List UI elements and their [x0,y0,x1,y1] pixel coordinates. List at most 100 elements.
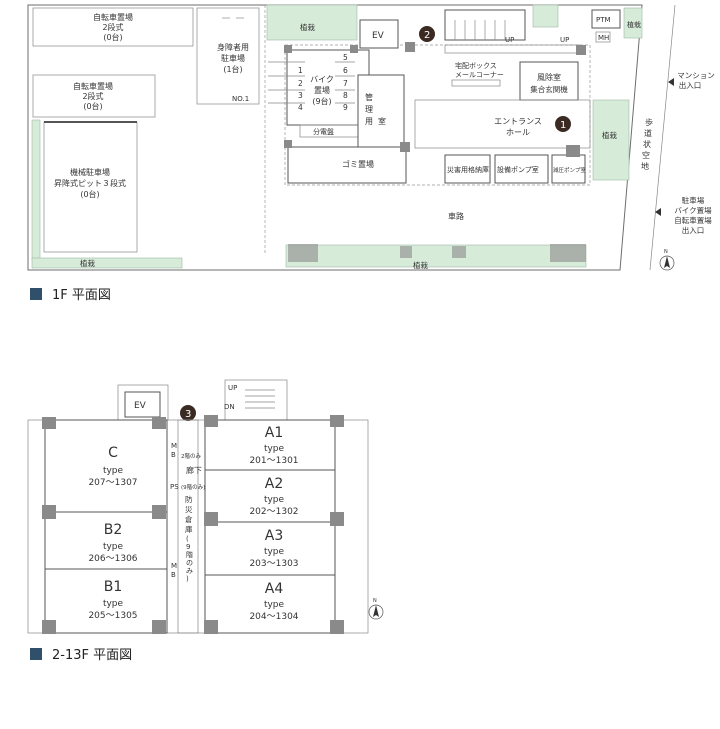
unit-a3-type: type [264,547,285,557]
accessible-parking-no: NO.1 [232,95,249,103]
unit-a1-type: type [264,444,285,454]
sidewalk-ch: 地 [641,161,649,171]
mb-label: M [171,562,177,570]
mansion-entrance-title: マンション [677,71,715,80]
pump-room-label: 設備ポンプ室 [497,165,539,174]
parking-entrance-arrow [655,208,661,216]
marker-1-label: 1 [560,120,566,131]
north-label: N [664,249,668,255]
caption-typical: 2-13F 平面図 [52,648,132,663]
planting-label: 植栽 [300,22,315,32]
unit-b2 [44,511,168,570]
north-label-typical: N [373,598,377,604]
unit-c [44,419,168,513]
moto-parking-title: バイク [310,75,334,84]
sidewalk-ch: 状 [643,139,651,149]
elevator-typical-label: EV [134,401,147,411]
garbage-label: ゴミ置場 [342,159,374,169]
sidewalk-ch: 歩 [645,117,653,127]
bike-parking-top-count: (0台) [103,32,122,42]
entrance-hall-title: エントランス [494,117,542,126]
moto-num: 1 [298,66,303,75]
bike-parking-top-title: 自転車置場 [93,12,133,22]
plan-1f: 植栽 植栽 植栽 植栽 植栽 自転車置場 2段式 (0台) 自転車置場 2段式 … [27,4,715,271]
mech-parking-count: (0台) [80,189,99,199]
floor-note-9: (9階のみ) [181,483,205,491]
unit-b1 [44,568,168,634]
corridor-typical [177,419,199,634]
fire-note-ch: ) [186,575,189,583]
unit-c-name: C [108,445,118,461]
fire-storage-ch: 災 [185,505,193,514]
unit-a2-type: type [264,495,285,505]
mb-label: M [171,442,177,450]
unit-a1 [204,419,336,471]
moto-parking-sub: 置場 [314,85,330,95]
fire-note-ch: ( [186,535,189,543]
dn-label: DN [224,403,235,411]
planting-bottom-left-label: 植栽 [80,258,95,268]
unit-a1-range: 201～1301 [249,456,298,466]
booster-pump-room [551,154,586,184]
caption-square-1f [30,288,42,300]
mansion-entrance-sub: 出入口 [679,80,702,90]
bike-parking-mid-title: 自転車置場 [73,81,113,91]
unit-a1-name: A1 [265,425,283,441]
moto-num: 3 [298,91,303,100]
disaster-storage-label: 災害用格納庫 [447,165,489,174]
caption-square-typical [30,648,42,660]
columns-1f [284,42,586,262]
elevator-1f-label: EV [372,31,385,41]
planting-bottom [285,244,587,268]
delivery-box-sub: メールコーナー [455,71,504,79]
ps-label: PS [170,483,179,491]
fire-storage-ch: 倉 [185,514,193,524]
planting-bottom-label: 植栽 [413,260,428,270]
plan-typical: EV UP DN 3 C type 20 [27,379,384,634]
driveway-label: 車路 [448,211,464,221]
sidewalk-ch: 空 [642,150,650,160]
parking-entrance-l1: 駐車場 [682,195,705,205]
marker-3-label: 3 [185,409,191,420]
planting-right [592,99,630,181]
unit-a4 [204,574,336,634]
elevator-1f [359,19,399,49]
fire-note-ch: み [186,567,193,575]
moto-num: 8 [343,91,348,100]
accessible-parking-title: 身障者用 [217,42,249,52]
mh-label: MH [598,34,609,42]
mh-box [595,31,611,43]
planting-corner [623,7,643,39]
moto-num: 5 [343,53,348,62]
unit-b1-range: 205～1305 [88,611,137,621]
accessible-parking-sub: 駐車場 [221,53,245,63]
mgmt-ch: 管 [365,92,373,102]
fire-note-ch: 階 [186,550,193,559]
moto-num: 6 [343,66,348,75]
unit-a4-range: 204～1304 [249,612,298,622]
moto-parking [286,49,370,126]
moto-num: 2 [298,79,303,88]
windbreak-sub: 集合玄関機 [530,84,568,94]
marker-2-label: 2 [424,30,430,41]
columns-typical [42,415,344,634]
unit-a3-name: A3 [265,528,283,544]
windbreak-room [519,61,579,101]
corridor-label: 廊下 [186,465,202,475]
delivery-box-title: 宅配ボックス [455,61,497,70]
mech-parking-title: 機械駐車場 [70,167,110,177]
planting-corner-label: 植栽 [627,20,641,29]
unit-a4-name: A4 [265,581,284,597]
mb-label: B [171,571,176,579]
mgmt-ch: 用 [365,117,373,126]
fire-note-ch: 9 [186,543,190,551]
mech-parking-type: 昇降式ピット３段式 [54,178,126,188]
entrance-hall [414,99,591,149]
mgmt-ch: 室 [378,116,386,126]
unit-b1-type: type [103,599,124,609]
garbage-room [287,146,407,184]
moto-num: 7 [343,79,348,88]
parking-entrance-l2: バイク置場 [674,205,712,215]
planting-top [266,4,358,41]
marker-1 [555,116,571,132]
